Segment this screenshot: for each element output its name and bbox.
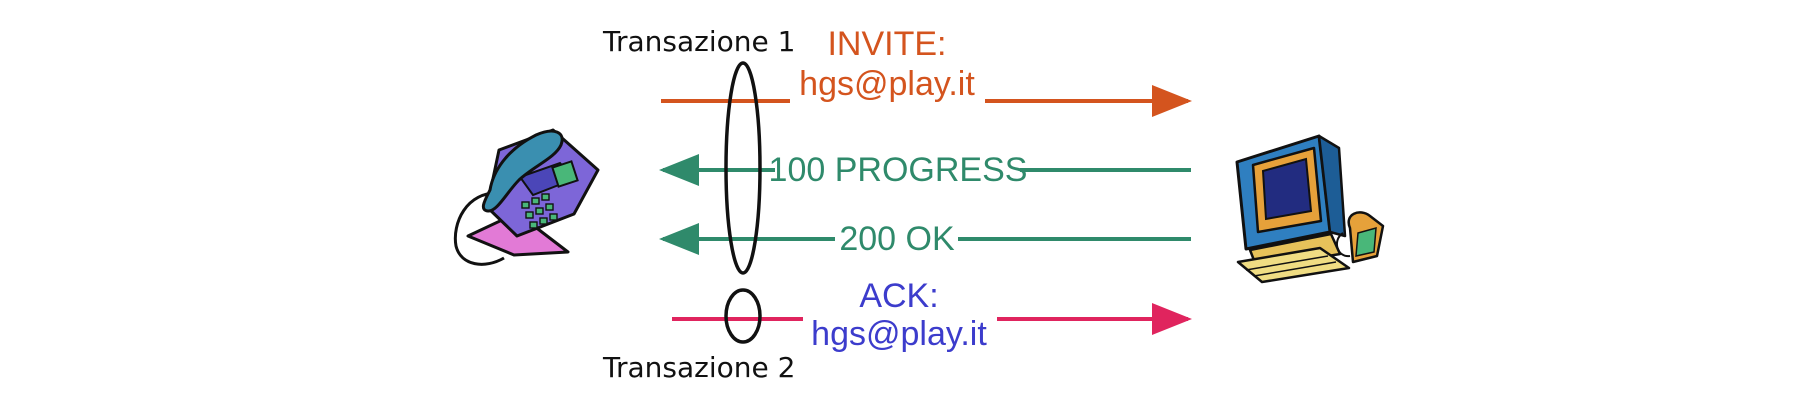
transaction-2-ellipse bbox=[724, 288, 762, 344]
ack-uri-label: hgs@play.it bbox=[811, 315, 987, 353]
invite-label: INVITE: bbox=[827, 25, 946, 63]
transaction-1-ellipse bbox=[724, 61, 762, 275]
progress-label: 100 PROGRESS bbox=[769, 151, 1028, 189]
invite-uri-label: hgs@play.it bbox=[799, 65, 975, 103]
ack-message: ACK: hgs@play.it bbox=[672, 277, 1192, 353]
telephone-icon bbox=[453, 128, 600, 266]
progress-message: 100 PROGRESS bbox=[659, 151, 1191, 189]
ok-message: 200 OK bbox=[659, 220, 1191, 258]
transaction-1-label: Transazione 1 bbox=[602, 25, 795, 58]
transaction-2-label: Transazione 2 bbox=[602, 351, 795, 384]
invite-message: INVITE: hgs@play.it bbox=[661, 25, 1192, 117]
ok-label: 200 OK bbox=[839, 220, 955, 258]
computer-icon bbox=[1235, 134, 1385, 284]
ack-label: ACK: bbox=[859, 277, 938, 315]
